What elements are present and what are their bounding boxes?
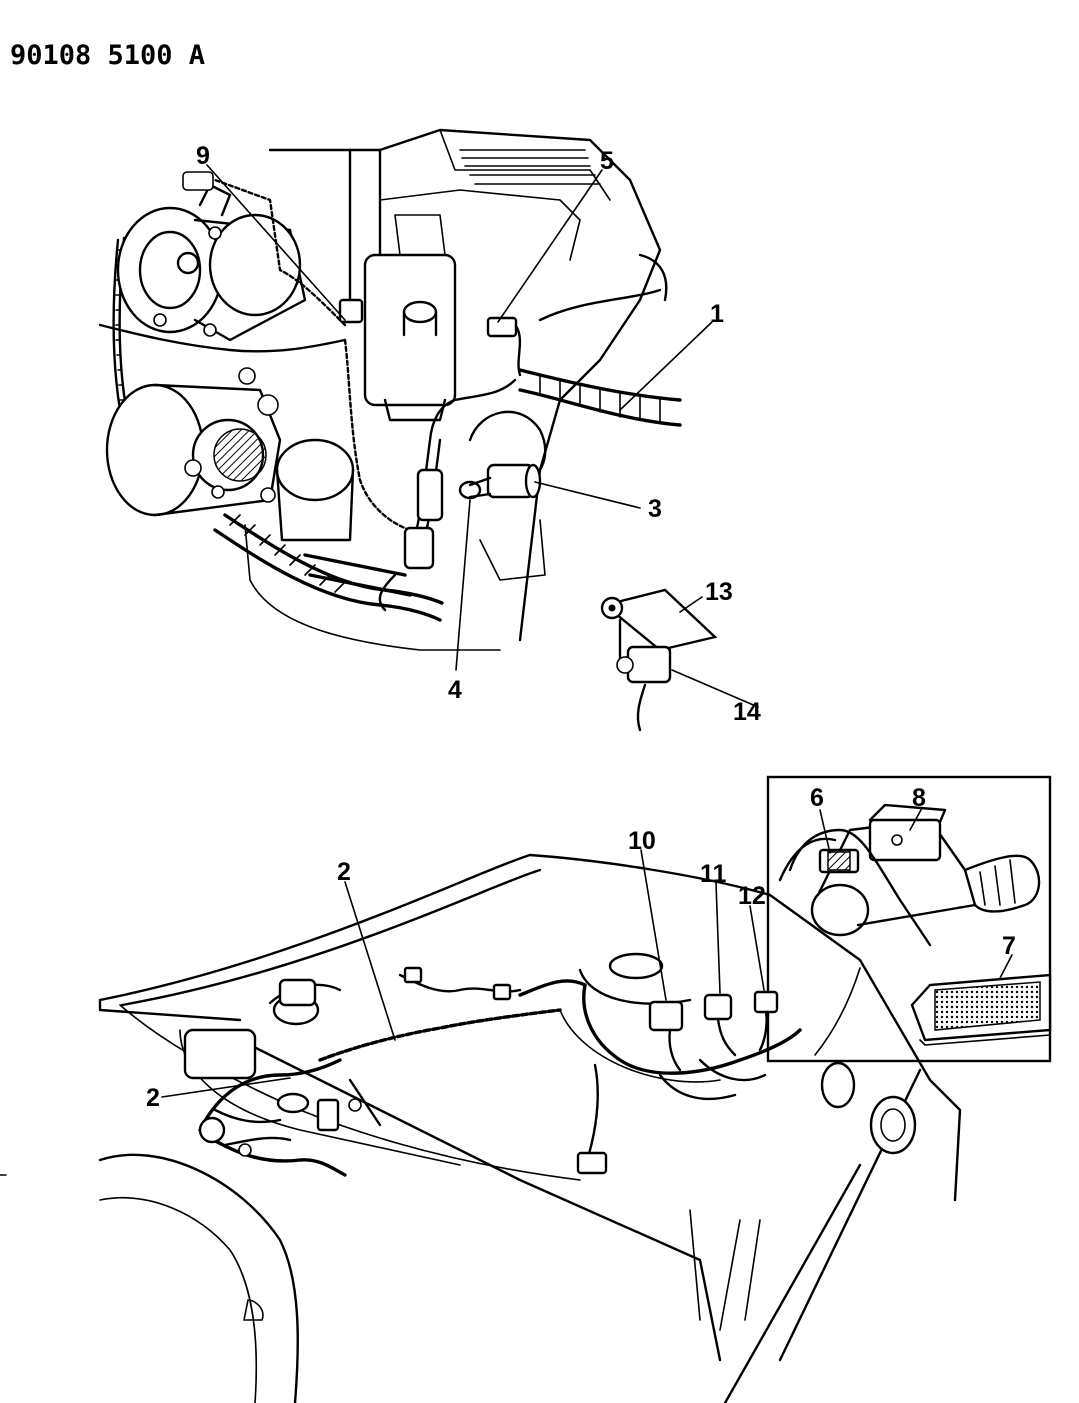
- inset-detail: [766, 775, 1052, 1063]
- callout-labels: 1 2 2 3 4 5 6 7 8 9 10 11 12 13 14: [146, 142, 1016, 1112]
- callout-12: 12: [738, 882, 766, 910]
- callout-7: 7: [1002, 932, 1016, 960]
- callout-2-lower: 2: [146, 1084, 160, 1112]
- callout-14: 14: [733, 698, 761, 726]
- bracket-and-sensor: [600, 588, 759, 732]
- engine-bay-view: [98, 849, 962, 1403]
- callout-8: 8: [912, 784, 926, 812]
- callout-6: 6: [810, 784, 824, 812]
- callout-13: 13: [705, 578, 733, 606]
- callout-10: 10: [628, 827, 656, 855]
- callout-11: 11: [700, 860, 727, 888]
- document-id: 90108 5100 A: [10, 40, 205, 71]
- engine-view: [98, 128, 713, 671]
- callout-9: 9: [196, 142, 210, 170]
- callout-1: 1: [710, 300, 724, 328]
- callout-4: 4: [448, 676, 462, 704]
- callout-3: 3: [648, 495, 662, 523]
- callout-2-upper: 2: [337, 858, 351, 886]
- callout-5: 5: [600, 147, 614, 175]
